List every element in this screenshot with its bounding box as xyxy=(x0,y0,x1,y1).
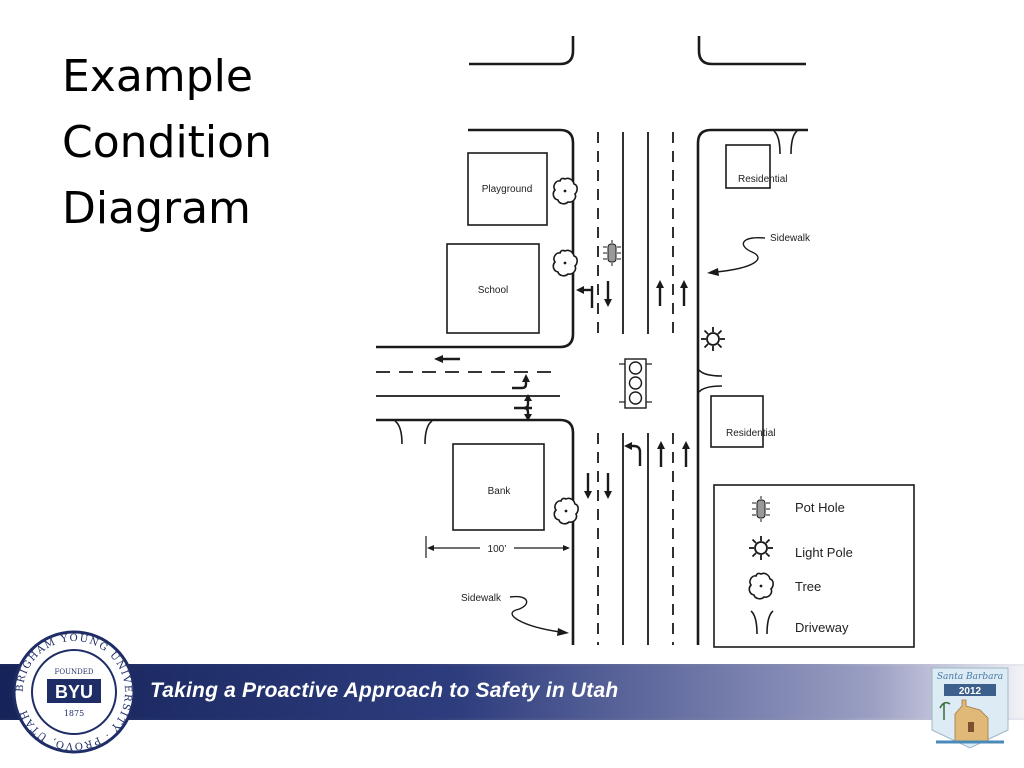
svg-text:Playground: Playground xyxy=(482,184,533,195)
svg-text:1875: 1875 xyxy=(64,709,84,718)
lane-markings xyxy=(376,132,674,645)
footer-logos: BRIGHAM YOUNG UNIVERSITY · PROVO, UTAH F… xyxy=(12,630,1009,754)
title-line-2: Condition xyxy=(62,117,272,168)
svg-text:100’: 100’ xyxy=(488,544,507,555)
legend-label-driveway: Driveway xyxy=(795,620,849,635)
conference-logo: Santa Barbara 2012 xyxy=(931,667,1009,749)
tree-icon xyxy=(553,497,579,525)
driveway-marks xyxy=(394,130,798,445)
legend-label-tree: Tree xyxy=(795,579,821,594)
svg-text:Residential: Residential xyxy=(726,428,775,439)
svg-text:2012: 2012 xyxy=(959,686,982,697)
top-curbs xyxy=(469,36,806,66)
building-school: School xyxy=(446,243,540,334)
building-residential-top: Residential xyxy=(725,144,787,189)
byu-seal-logo: BRIGHAM YOUNG UNIVERSITY · PROVO, UTAH F… xyxy=(12,630,136,754)
tree-icon xyxy=(748,572,774,600)
legend-label-light-pole: Light Pole xyxy=(795,545,853,560)
light-pole-icon xyxy=(748,535,774,561)
pot-hole-icon xyxy=(602,239,622,267)
title-line-1: Example xyxy=(62,51,253,102)
svg-text:Bank: Bank xyxy=(488,486,512,497)
svg-text:School: School xyxy=(478,285,509,296)
tree-icon xyxy=(552,177,578,205)
legend: Pot Hole Light Pole Tree Driveway xyxy=(713,484,915,648)
legend-label-pot-hole: Pot Hole xyxy=(795,500,845,515)
driveway-icon xyxy=(750,610,774,635)
lane-arrows xyxy=(434,278,692,501)
svg-text:Sidewalk: Sidewalk xyxy=(770,233,811,244)
light-pole-icon xyxy=(700,326,726,352)
svg-text:Santa Barbara: Santa Barbara xyxy=(937,672,1003,682)
sidewalk-label-left: Sidewalk xyxy=(461,593,569,636)
road-curbs xyxy=(376,128,808,645)
building-residential-mid: Residential xyxy=(710,395,775,448)
condition-diagram: Playground School Residential Residentia… xyxy=(376,36,915,648)
footer-band xyxy=(0,664,1024,720)
sidewalk-label-right: Sidewalk xyxy=(707,233,811,276)
svg-text:Sidewalk: Sidewalk xyxy=(461,593,502,604)
building-playground: Playground xyxy=(467,152,548,226)
svg-text:BYU: BYU xyxy=(55,682,93,702)
title-line-3: Diagram xyxy=(62,183,251,234)
slide-title: Example Condition Diagram xyxy=(62,44,272,242)
building-bank: Bank xyxy=(452,443,545,531)
tree-icon xyxy=(552,249,578,277)
traffic-signal-icon xyxy=(619,358,652,409)
footer-tagline: Taking a Proactive Approach to Safety in… xyxy=(150,679,619,702)
svg-text:Residential: Residential xyxy=(738,174,787,185)
svg-text:FOUNDED: FOUNDED xyxy=(55,668,94,676)
distance-dimension: 100’ xyxy=(425,536,570,558)
